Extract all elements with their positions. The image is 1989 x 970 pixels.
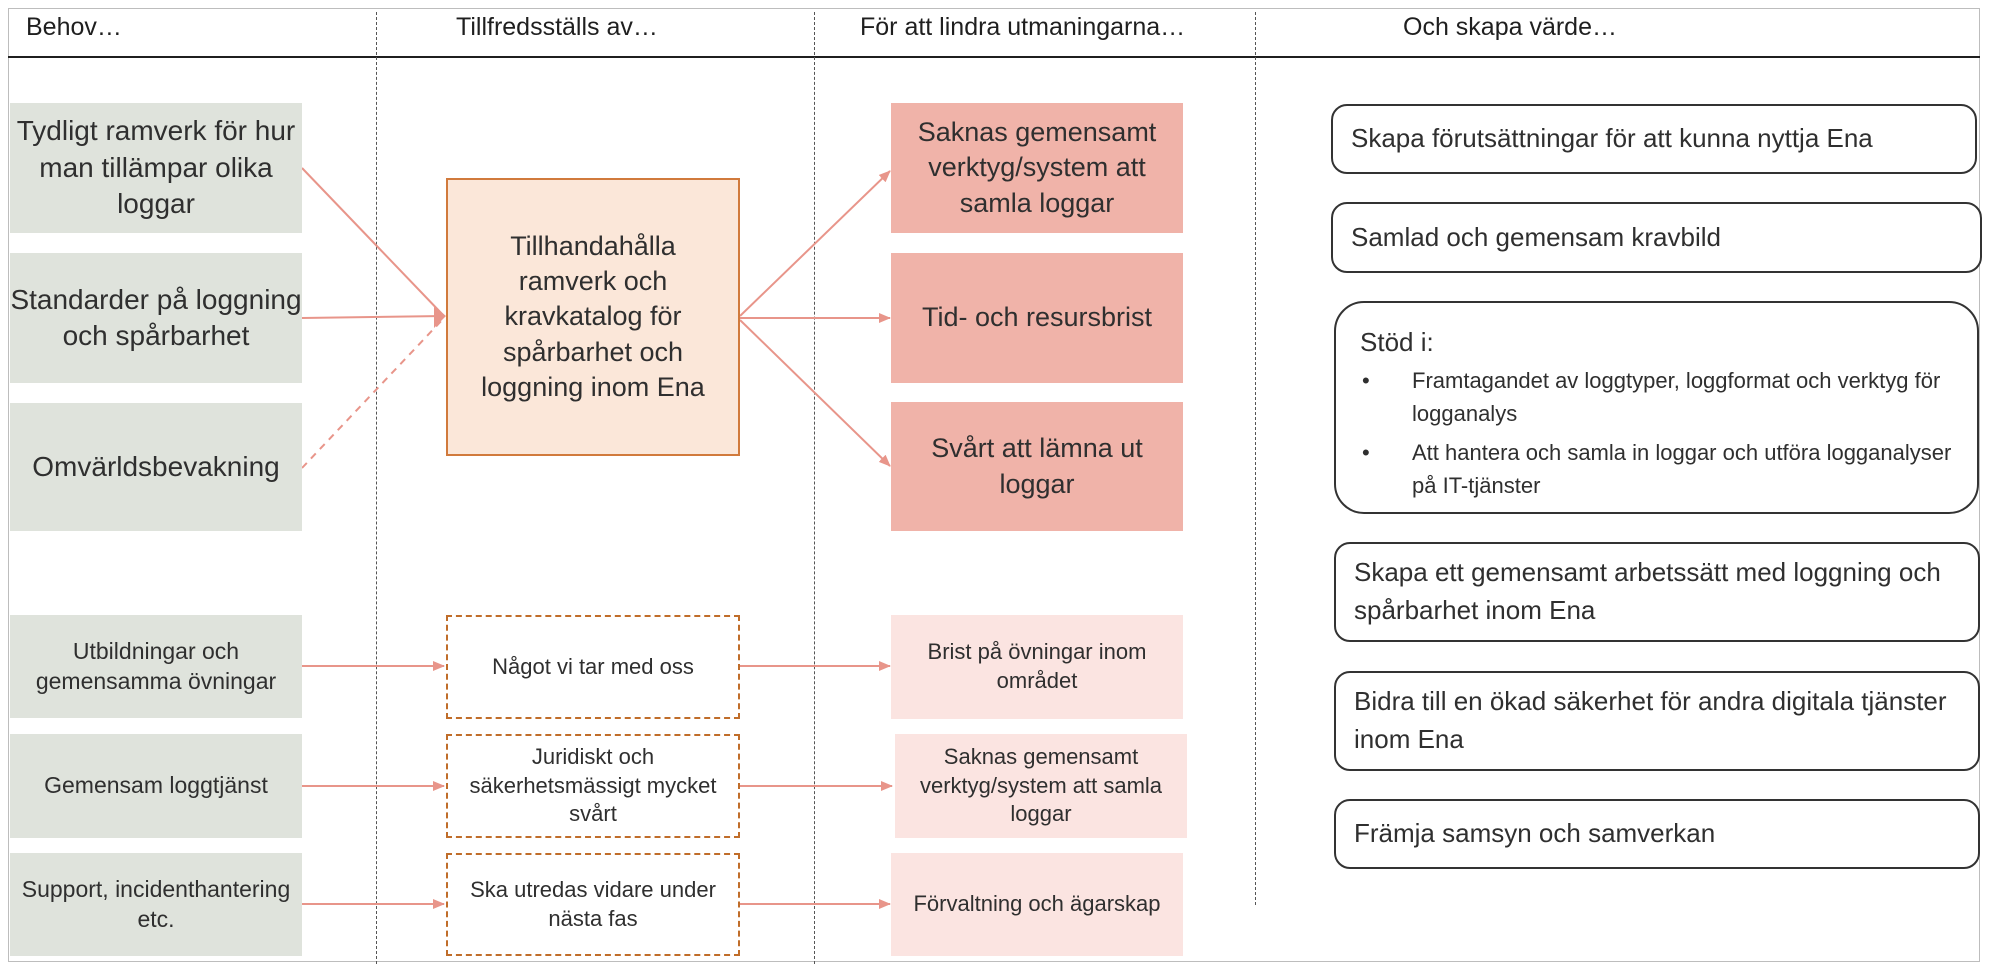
- value-stod-list: •Framtagandet av loggtyper, loggformat o…: [1360, 364, 1953, 502]
- bullet-icon: •: [1362, 368, 1370, 393]
- column-divider-1: [376, 12, 377, 964]
- arrow-need3-to-main: [301, 317, 445, 469]
- need-omvarldsbevakning: Omvärldsbevakning: [10, 403, 302, 531]
- diagram-frame: [8, 8, 1980, 962]
- value-stod-title: Stöd i:: [1360, 327, 1434, 357]
- header-tillfredsstalls: Tillfredsställs av…: [456, 13, 658, 41]
- column-divider-2: [814, 12, 815, 964]
- challenge-ovningar: Brist på övningar inom området: [891, 615, 1183, 719]
- need-utbildningar: Utbildningar och gemensamma övningar: [10, 615, 302, 718]
- need-ramverk: Tydligt ramverk för hur man tillämpar ol…: [10, 103, 302, 233]
- value-samsyn: Främja samsyn och samverkan: [1334, 799, 1980, 869]
- challenge-verktyg-2: Saknas gemensamt verktyg/system att saml…: [895, 734, 1187, 838]
- list-item: •Framtagandet av loggtyper, loggformat o…: [1360, 364, 1953, 430]
- solution-tar-med-oss: Något vi tar med oss: [446, 615, 740, 719]
- arrow-main-to-chal1: [739, 170, 891, 317]
- arrow-need2-to-main: [301, 315, 445, 319]
- value-forutsattningar: Skapa förutsättningar för att kunna nytt…: [1331, 104, 1977, 174]
- header-lindra: För att lindra utmaningarna…: [860, 13, 1186, 41]
- list-item: •Att hantera och samla in loggar och utf…: [1360, 436, 1953, 502]
- value-arbetssatt: Skapa ett gemensamt arbetssätt med loggn…: [1334, 542, 1980, 642]
- need-standarder: Standarder på loggning och spårbarhet: [10, 253, 302, 383]
- value-kravbild: Samlad och gemensam kravbild: [1331, 202, 1982, 273]
- challenge-lamna-ut: Svårt att lämna ut loggar: [891, 402, 1183, 531]
- need-loggtjanst: Gemensam loggtjänst: [10, 734, 302, 838]
- header-behov: Behov…: [26, 13, 122, 41]
- arrow-merge-head: [434, 306, 446, 328]
- solution-utredas: Ska utredas vidare under nästa fas: [446, 853, 740, 956]
- challenge-resursbrist: Tid- och resursbrist: [891, 253, 1183, 383]
- challenge-forvaltning: Förvaltning och ägarskap: [891, 853, 1183, 956]
- value-sakerhet: Bidra till en ökad säkerhet för andra di…: [1334, 671, 1980, 771]
- arrow-need1-to-main: [301, 167, 445, 317]
- header-varde: Och skapa värde…: [1403, 13, 1617, 41]
- arrow-main-to-chal3: [739, 319, 891, 467]
- need-support: Support, incidenthantering etc.: [10, 853, 302, 956]
- challenge-verktyg: Saknas gemensamt verktyg/system att saml…: [891, 103, 1183, 233]
- bullet-icon: •: [1362, 440, 1370, 465]
- solution-main: Tillhandahålla ramverk och kravkatalog f…: [446, 178, 740, 456]
- solution-juridiskt: Juridiskt och säkerhetsmässigt mycket sv…: [446, 734, 740, 838]
- column-divider-3: [1255, 12, 1256, 905]
- header-divider: [8, 56, 1980, 58]
- value-stod: Stöd i: •Framtagandet av loggtyper, logg…: [1334, 301, 1979, 514]
